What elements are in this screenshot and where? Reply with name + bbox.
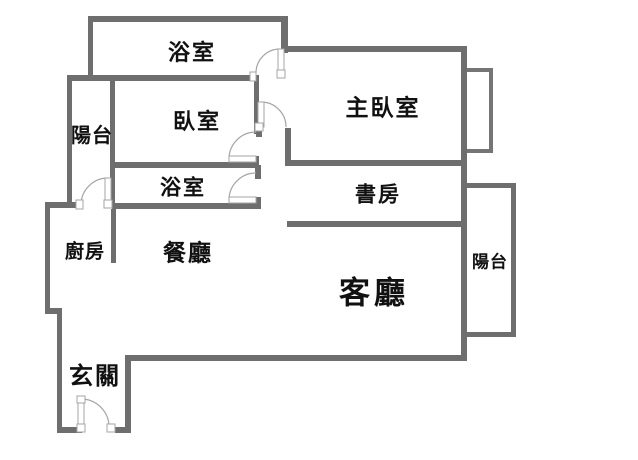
bay-window-edge — [467, 68, 493, 72]
door-jamb — [249, 71, 257, 82]
wall-segment — [113, 162, 253, 168]
wall-segment — [112, 203, 260, 209]
door-jamb — [75, 199, 84, 210]
wall-segment — [67, 75, 251, 81]
wall-segment — [111, 209, 116, 263]
door-leaf — [277, 48, 285, 74]
wall-segment — [287, 221, 467, 227]
door-jamb — [254, 122, 264, 132]
wall-segment — [511, 183, 516, 336]
door-leaf — [228, 155, 257, 163]
wall-segment — [45, 202, 50, 312]
door-swing-arc — [260, 101, 287, 128]
wall-segment — [125, 355, 131, 433]
door-jamb — [76, 395, 86, 404]
wall-segment — [115, 427, 131, 433]
wall-segment — [57, 427, 82, 433]
wall-segment — [45, 308, 62, 314]
door-jamb — [103, 199, 113, 209]
bay-window-edge — [489, 68, 493, 153]
room-label-bathroom-top: 浴室 — [167, 40, 217, 65]
wall-segment — [67, 75, 72, 207]
room-label-bedroom: 臥室 — [172, 109, 222, 134]
wall-segment — [57, 314, 62, 433]
door-swing-arc — [255, 48, 281, 74]
room-label-master-bedroom: 主臥室 — [345, 95, 421, 121]
room-label-living-room: 客廳 — [339, 275, 409, 311]
room-label-balcony-left: 陽台 — [71, 125, 113, 147]
wall-segment — [110, 75, 115, 208]
wall-segment — [461, 46, 467, 361]
room-label-study: 書房 — [355, 182, 401, 207]
wall-segment — [285, 128, 291, 166]
door-swing-arc — [228, 131, 257, 160]
doors — [75, 48, 287, 433]
wall-cap — [256, 131, 262, 137]
room-label-entryway: 玄關 — [69, 364, 121, 390]
wall-segment — [287, 160, 463, 166]
walls — [45, 16, 516, 433]
wall-segment — [88, 16, 288, 22]
wall-segment — [281, 16, 288, 53]
wall-segment — [88, 16, 93, 78]
wall-segment — [255, 165, 261, 179]
door-swing-arc — [228, 172, 257, 201]
room-label-dining-room: 餐廳 — [163, 240, 213, 266]
wall-segment — [45, 202, 80, 208]
bay-window-edge — [467, 149, 493, 153]
room-label-kitchen: 廚房 — [64, 241, 106, 263]
wall-segment — [467, 332, 516, 337]
bay-window — [467, 68, 493, 153]
wall-segment — [254, 75, 259, 134]
room-label-balcony-right: 陽台 — [472, 252, 508, 272]
door-jamb — [276, 69, 286, 79]
wall-segment — [287, 46, 467, 52]
door-jamb — [76, 423, 86, 433]
door-leaf — [228, 196, 257, 204]
wall-segment — [467, 183, 516, 188]
wall-segment — [125, 355, 467, 361]
door-jamb — [106, 423, 116, 433]
room-label-bathroom-inner: 浴室 — [160, 175, 206, 200]
